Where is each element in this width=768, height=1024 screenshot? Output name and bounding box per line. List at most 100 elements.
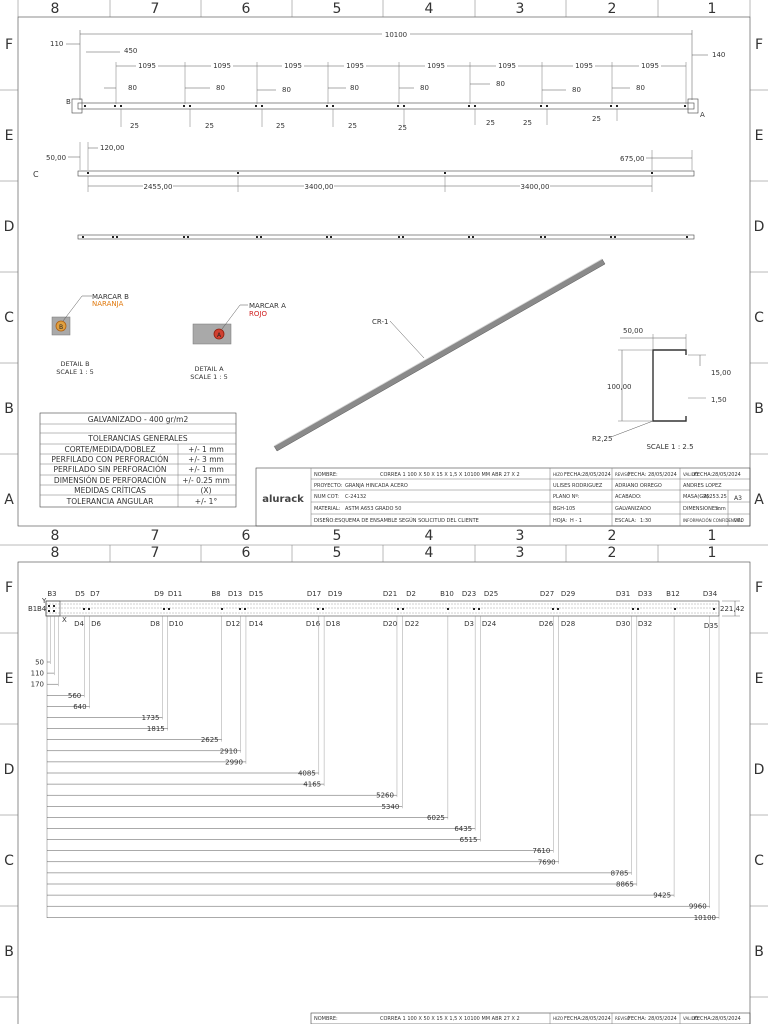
hole-label-d12: D12 <box>226 620 240 628</box>
sheet-2-top-zones: 8 7 6 5 4 3 2 1 8 7 6 5 4 3 2 1 <box>51 528 717 561</box>
hole-label-d27: D27 <box>540 590 554 598</box>
tb-fecha2-label: FECHA: <box>628 472 647 478</box>
zone-row-e-right: E <box>755 128 764 144</box>
dim-label-170: 170 <box>31 681 44 689</box>
tb-person1: ULISES RODRIGUEZ <box>553 483 603 489</box>
top-view: B A 10100 110 140 450 1095 1095 1095 109… <box>50 29 725 132</box>
dim-label-5340: 5340 <box>381 803 399 811</box>
tb-escala-label: ESCALA: <box>615 518 636 524</box>
tolerance-row-4-label: DIMENSIÓN DE PERFORACIÓN <box>54 476 166 485</box>
tb2-fecha1: 28/05/2024 <box>582 1016 611 1022</box>
detail-a-plate <box>192 323 232 345</box>
tolerance-table: GALVANIZADO - 400 gr/m2 TOLERANCIAS GENE… <box>39 412 237 508</box>
dim-25-7: 25 <box>523 119 532 127</box>
hole-label-d4: D4 <box>74 620 84 628</box>
section-radius: R2,25 <box>592 435 612 443</box>
section-width-50: 50,00 <box>623 327 643 335</box>
tb-fecha3-label: FECHA: <box>694 472 713 478</box>
zone2-row-b: B <box>4 944 14 960</box>
dim-25-8: 25 <box>592 115 601 123</box>
tb-version: V00 <box>734 518 744 524</box>
sheet-2-canvas: 8 7 6 5 4 3 2 1 8 7 6 5 4 3 2 1 F E D C … <box>0 528 768 1024</box>
dim-25-4: 25 <box>348 122 357 130</box>
zone2b-col-5: 5 <box>333 545 342 561</box>
dim-label-6435: 6435 <box>454 825 472 833</box>
hole-label-d24: D24 <box>482 620 497 628</box>
detail-b-marker-letter: B <box>59 324 63 331</box>
hole-label-d30: D30 <box>616 620 630 628</box>
dim-25-1: 25 <box>130 122 139 130</box>
tb-hoja: H - 1 <box>570 518 582 524</box>
title-block-2: NOMBRE: CORREA 1 100 X 50 X 15 X 1,5 X 1… <box>310 1012 751 1024</box>
tb-escala: 1:30 <box>640 518 651 524</box>
tb2-hizo: HIZO <box>553 1016 563 1021</box>
zone-row-c: C <box>4 310 14 326</box>
zone-row-d-right: D <box>754 219 765 235</box>
tb-valido: VALIDÓ <box>683 472 698 477</box>
hole-label-b8: B8 <box>211 590 220 598</box>
iso-view: CR-1 <box>273 258 606 452</box>
purlin-iso <box>273 258 606 452</box>
purlin-side-view <box>77 170 695 177</box>
zone2-col-6: 6 <box>242 528 251 544</box>
dim-first-450: 450 <box>124 47 137 55</box>
zone2-col-5: 5 <box>333 528 342 544</box>
hole-label-b1: B1 <box>28 605 37 613</box>
drawing-sheet-1: 8 7 6 5 4 3 2 1 F E D C B A F E D C B A … <box>0 0 768 527</box>
zone-col-6: 6 <box>242 1 251 17</box>
hole-label-d11: D11 <box>168 590 182 598</box>
tb-material-label: MATERIAL: <box>314 506 341 512</box>
tb-fecha2: 28/05/2024 <box>648 472 677 478</box>
tb2-nombre-label: NOMBRE: <box>314 1016 338 1022</box>
hole-dimension-list: 5011017056064017351815262529102990408541… <box>31 616 720 922</box>
section-lip-15: 15,00 <box>711 369 731 377</box>
tb2-fecha3-label: FECHA: <box>694 1016 713 1022</box>
dim-label-4165: 4165 <box>303 781 321 789</box>
tb2-valido: VALIDÓ <box>683 1016 698 1021</box>
dim-label-110: 110 <box>31 670 44 678</box>
zone2-row-c: C <box>4 853 14 869</box>
dim-50: 50,00 <box>46 154 66 162</box>
zone2-row-d-right: D <box>754 762 765 778</box>
tb-nombre-label: NOMBRE: <box>314 472 338 478</box>
purlin-plan <box>45 600 720 617</box>
zone2b-col-3: 3 <box>516 545 525 561</box>
hole-label-d29: D29 <box>561 590 575 598</box>
dim-80-4: 80 <box>350 84 359 92</box>
dim-label-2990: 2990 <box>225 758 243 766</box>
tb-fecha1-label: FECHA: <box>564 472 583 478</box>
hole-label-d5: D5 <box>75 590 85 598</box>
tolerance-row-2-value: +/- 3 mm <box>188 455 224 464</box>
detail-b-color: NARANJA <box>92 300 124 308</box>
section-thickness-1-5: 1,50 <box>711 396 727 404</box>
detail-a-scale: SCALE 1 : 5 <box>190 373 228 381</box>
zone2-row-d: D <box>4 762 15 778</box>
hole-label-d22: D22 <box>405 620 419 628</box>
dim-label-2625: 2625 <box>201 736 219 744</box>
dim-spacing-8: 1095 <box>641 62 659 70</box>
zone-row-a-right: A <box>754 492 764 508</box>
hole-label-b12: B12 <box>666 590 680 598</box>
dim-overall-10100: 10100 <box>385 31 407 39</box>
end-label-b: B <box>66 98 71 106</box>
tb-plano: BGH-105 <box>553 506 575 512</box>
dim-label-6025: 6025 <box>427 814 445 822</box>
dim-spacing-7: 1095 <box>575 62 593 70</box>
tolerance-row-3-value: +/- 1 mm <box>188 465 224 474</box>
dim-label-8865: 8865 <box>616 881 634 889</box>
tb-dimensiones-label: DIMENSIONES: <box>683 506 720 512</box>
tolerance-row-4-value: +/- 0.25 mm <box>182 476 230 485</box>
tb-person3: ANDRES LOPEZ <box>683 483 722 489</box>
hole-label-d10: D10 <box>169 620 183 628</box>
tb-acabado-label: ACABADO: <box>615 494 642 500</box>
hole-label-d26: D26 <box>539 620 554 628</box>
dim-2455: 2455,00 <box>144 183 173 191</box>
dim-80-5: 80 <box>420 84 429 92</box>
hole-label-d34: D34 <box>703 590 718 598</box>
detail-b-title: DETAIL B <box>60 360 89 368</box>
tolerance-subtitle: TOLERANCIAS GENERALES <box>87 434 188 443</box>
zone-col-4: 4 <box>425 1 434 17</box>
dim-80-3: 80 <box>282 86 291 94</box>
hole-label-b10: B10 <box>440 590 454 598</box>
tb-material: ASTM A653 GRADO 50 <box>345 506 401 512</box>
